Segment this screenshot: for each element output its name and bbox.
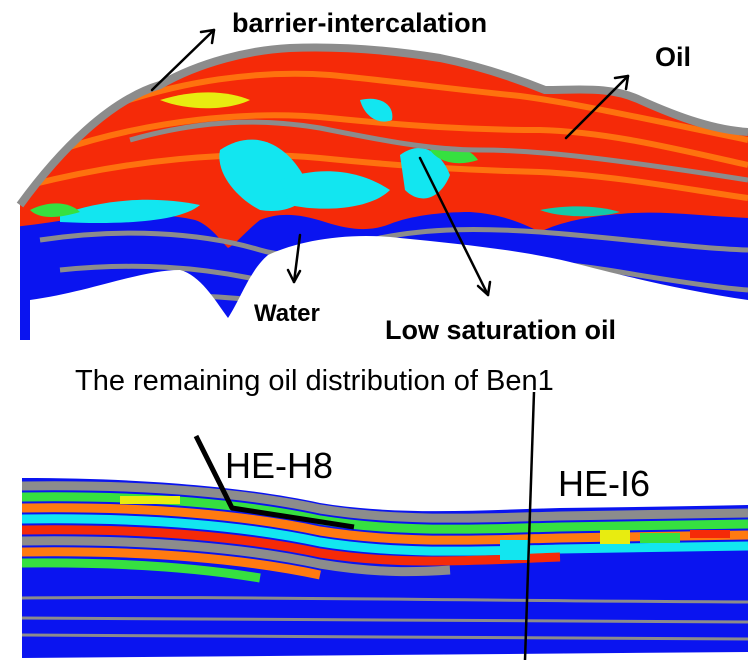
well-label-i6: HE-I6 — [558, 463, 651, 504]
bottom-section — [22, 391, 748, 661]
arrow-barrier — [150, 28, 216, 92]
low-saturation-oil-label: Low saturation oil — [385, 315, 617, 345]
arrow-oil — [564, 74, 630, 140]
annotation-arrows — [150, 28, 630, 297]
cyan-zones — [60, 98, 450, 224]
arrow-low-saturation — [418, 156, 490, 297]
bottom-grey-lines — [22, 595, 748, 641]
bottom-highlights — [120, 496, 730, 560]
water-label: Water — [254, 300, 320, 327]
oil-label: Oil — [655, 42, 692, 72]
caption-band — [20, 340, 748, 370]
well-trajectory-h8 — [193, 434, 355, 530]
barrier-intercalation-label: barrier-intercalation — [232, 8, 488, 38]
green-yellow-zones — [30, 92, 620, 217]
arrow-water — [292, 233, 302, 284]
top-barrier-outline — [16, 43, 748, 208]
well-label-h8: HE-H8 — [225, 445, 334, 486]
top-section — [16, 43, 748, 370]
figure-caption: The remaining oil distribution of Ben1 — [75, 365, 554, 397]
well-trajectory-i6 — [523, 391, 536, 661]
water-free-zone — [30, 235, 748, 370]
